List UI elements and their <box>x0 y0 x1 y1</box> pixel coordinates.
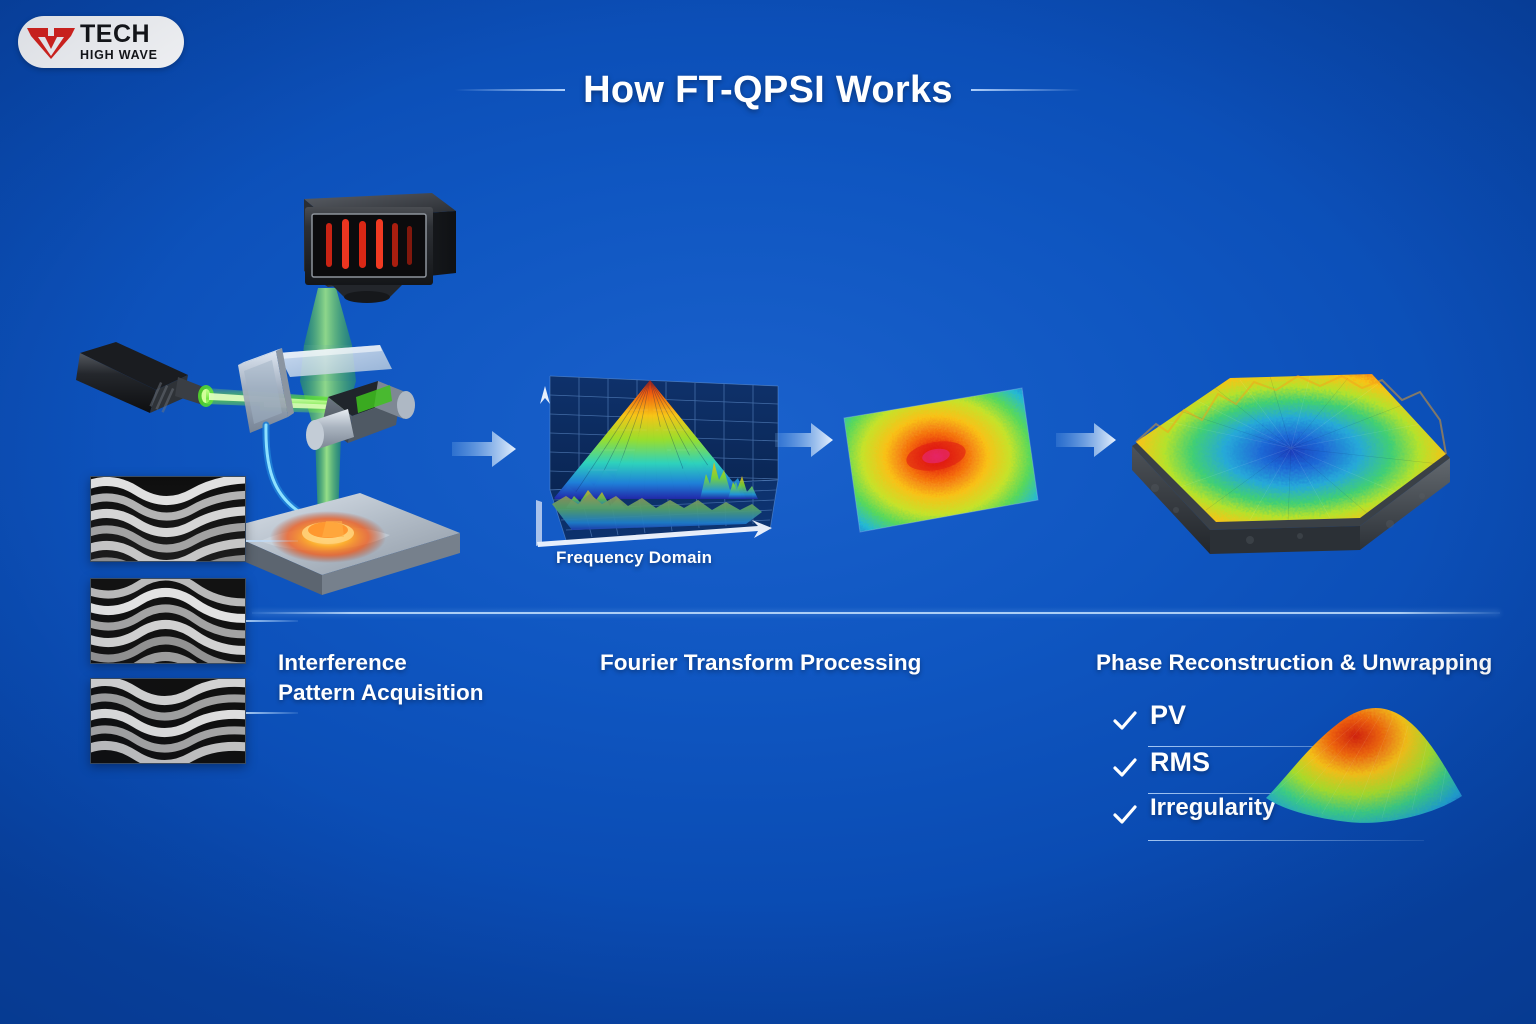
laser-source <box>76 342 214 413</box>
check-icon <box>1112 755 1138 781</box>
check-icon <box>1112 802 1138 828</box>
interferogram-thumbnail-2[interactable] <box>90 578 246 664</box>
thumbnail-leader-2 <box>246 620 298 622</box>
arrow-fourier-to-phasemap <box>775 420 835 460</box>
camera-detector <box>304 193 456 303</box>
interferogram-thumbnail-3[interactable] <box>90 678 246 764</box>
thumbnail-leader-1 <box>246 540 298 542</box>
beamsplitter <box>238 348 294 433</box>
logo-text-secondary: HIGH WAVE <box>80 48 158 63</box>
caption-line-1: Phase Reconstruction & Unwrapping <box>1096 650 1493 675</box>
metric-label: RMS <box>1150 747 1210 777</box>
objective-lens <box>306 381 415 450</box>
title-rule-right <box>970 89 1081 91</box>
metrics-checklist: PV RMS Irregularity <box>1112 700 1442 841</box>
arrow-acquisition-to-fourier <box>452 428 518 470</box>
logo-text-primary: TECH <box>80 20 151 49</box>
stage-caption-fourier: Fourier Transform Processing <box>600 648 921 678</box>
sample-stage <box>220 493 460 595</box>
page-title: How FT-QPSI Works <box>583 68 953 111</box>
title-rule-left <box>455 89 566 91</box>
check-icon <box>1112 708 1138 734</box>
metrics-surface-thumbnail <box>1266 707 1462 823</box>
metric-item-pv[interactable]: PV <box>1112 700 1442 747</box>
stage-caption-acquisition: Interference Pattern Acquisition <box>278 648 483 708</box>
stage-caption-reconstruction: Phase Reconstruction & Unwrapping <box>1096 648 1492 678</box>
metric-underline <box>1148 745 1424 747</box>
metric-label: Irregularity <box>1150 794 1276 821</box>
caption-line-1: Fourier Transform Processing <box>600 650 922 675</box>
wrapped-phase-map <box>843 387 1039 533</box>
frequency-domain-label: Frequency Domain <box>556 548 713 567</box>
reconstructed-3d-surface <box>1132 374 1450 554</box>
metric-underline <box>1148 839 1424 841</box>
arrow-phasemap-to-surface <box>1056 420 1118 460</box>
caption-line-2: Pattern Acquisition <box>278 680 484 706</box>
metric-label: PV <box>1150 700 1187 730</box>
caption-line-1: Interference <box>278 650 407 675</box>
brand-logo: TECH HIGH WAVE <box>18 16 184 68</box>
frequency-domain-surface-plot <box>536 375 779 547</box>
title-bar: How FT-QPSI Works <box>0 64 1536 116</box>
interferogram-thumbnail-1[interactable] <box>90 476 246 562</box>
high-wave-w-icon <box>24 22 78 62</box>
section-divider <box>252 612 1500 614</box>
thumbnail-leader-3 <box>246 712 298 714</box>
metric-item-irregularity[interactable]: Irregularity <box>1112 794 1442 841</box>
